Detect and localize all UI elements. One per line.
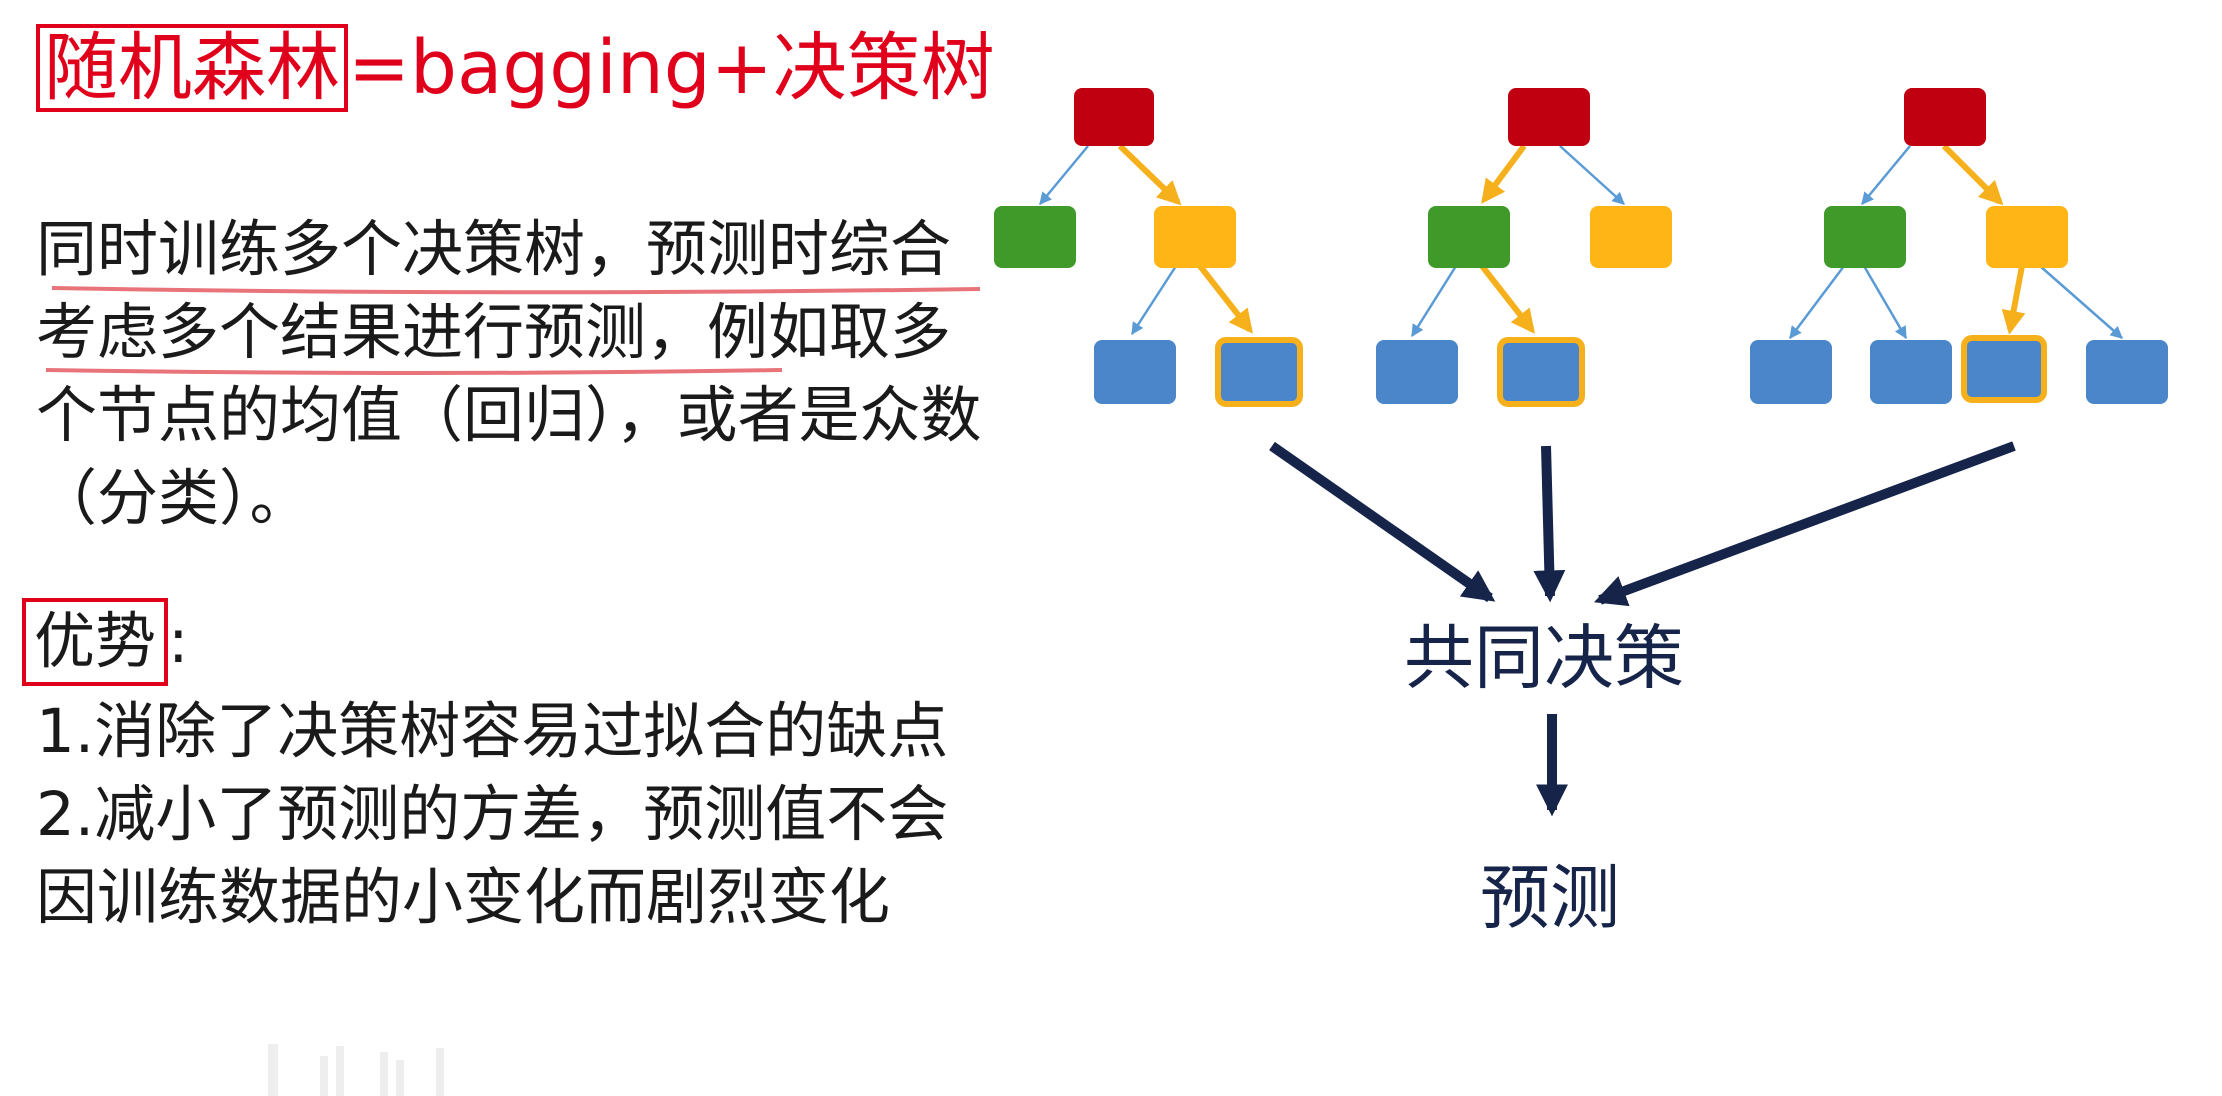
- advantages-list: 1.消除了决策树容易过拟合的缺点 2.减小了预测的方差，预测值不会因训练数据的小…: [36, 690, 996, 939]
- combined-decision-label: 共同决策: [1404, 617, 1684, 699]
- underline-mark-1: [51, 286, 981, 295]
- advantages-colon: :: [168, 606, 189, 677]
- advantage-item-2: 2.减小了预测的方差，预测值不会因训练数据的小变化而剧烈变化: [36, 779, 949, 933]
- watermark-logo: [268, 1044, 444, 1096]
- edge: [1130, 265, 1178, 336]
- edge: [1861, 145, 1911, 205]
- left-child-node: [1824, 206, 1906, 268]
- edge-highlight: [1197, 264, 1253, 334]
- decision-tree-1: [994, 88, 1303, 407]
- advantages-label-box: 优势: [22, 598, 169, 686]
- root-node: [1508, 88, 1590, 146]
- edge-highlight: [1481, 144, 1527, 204]
- leaf-node: [1870, 340, 1952, 404]
- prediction-label: 预测: [1480, 857, 1620, 939]
- edge: [1862, 265, 1908, 340]
- decision-tree-3: [1750, 88, 2168, 404]
- underline-mark-2: [45, 368, 783, 375]
- edge: [1789, 265, 1845, 339]
- edge-highlight: [1479, 264, 1535, 334]
- leaf-node-selected: [1215, 337, 1303, 407]
- leaf-node: [2086, 340, 2168, 404]
- advantage-item-1: 1.消除了决策树容易过拟合的缺点: [36, 696, 949, 767]
- right-child-node: [1986, 206, 2068, 268]
- leaf-node: [1750, 340, 1832, 404]
- left-child-node: [1428, 206, 1510, 268]
- edge-highlight: [1117, 143, 1182, 206]
- aggregate-arrow-right: [1594, 441, 2016, 607]
- leaf-node: [1376, 340, 1458, 404]
- left-child-node: [994, 206, 1076, 268]
- edge-highlight: [1941, 143, 2004, 206]
- slide-title: 随机森林=bagging+决策树: [36, 24, 995, 112]
- edge: [1039, 145, 1089, 205]
- edge-highlight: [2001, 265, 2026, 335]
- leaf-node-selected: [1961, 335, 2047, 403]
- advantages-heading: 优势:: [22, 598, 189, 686]
- root-node: [1904, 88, 1986, 146]
- right-child-node: [1590, 206, 1672, 268]
- aggregate-arrow-left: [1269, 441, 1496, 603]
- description-text: 同时训练多个决策树，预测时综合考虑多个结果进行预测，例如取多个节点的均值（回归）…: [36, 214, 982, 534]
- edge: [1559, 145, 1625, 205]
- aggregate-arrow-middle: [1533, 445, 1566, 603]
- edge: [2039, 265, 2123, 339]
- title-formula: =bagging+决策树: [348, 25, 995, 111]
- decision-tree-2: [1376, 88, 1672, 407]
- root-node: [1074, 88, 1154, 146]
- leaf-node: [1094, 340, 1176, 404]
- title-highlight-box: 随机森林: [36, 24, 348, 112]
- leaf-node-selected: [1497, 337, 1585, 407]
- right-child-node: [1154, 206, 1236, 268]
- edge: [1410, 265, 1458, 338]
